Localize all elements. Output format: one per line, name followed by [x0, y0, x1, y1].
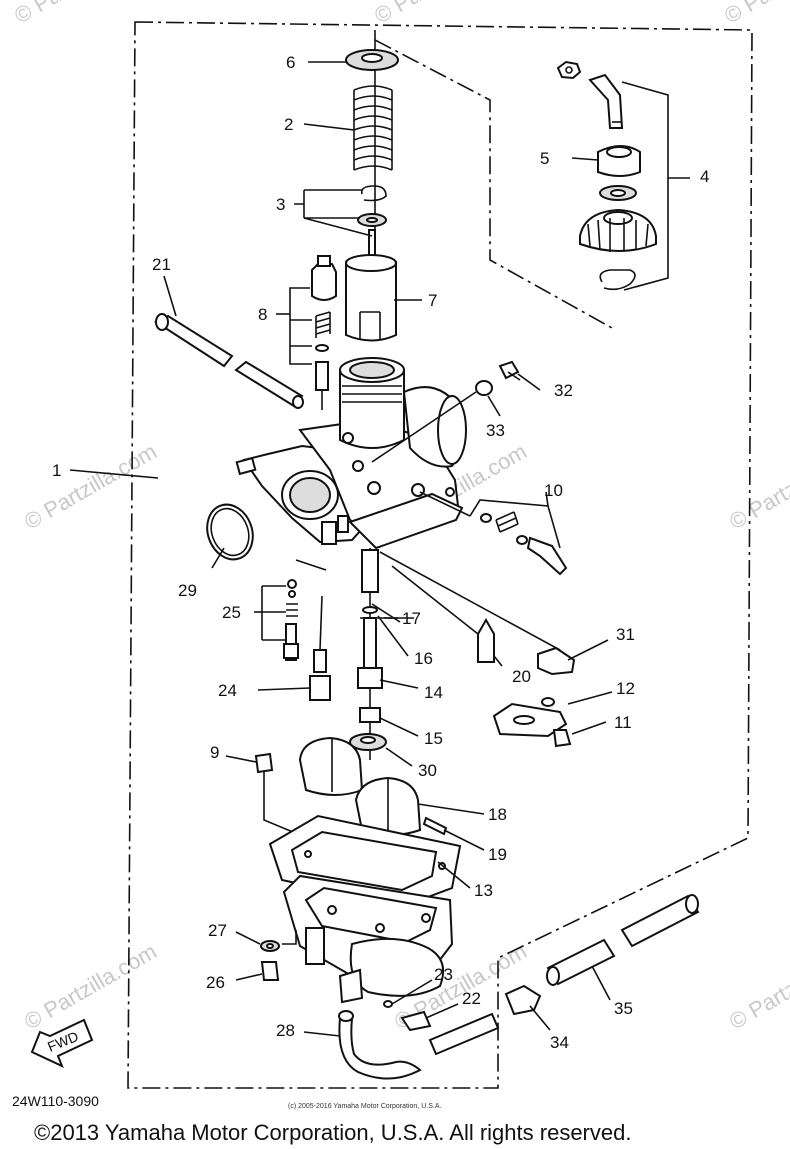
callout-12: 12 [616, 679, 635, 698]
throttle-stop-screw-group [289, 255, 337, 410]
diagram-code: 24W110-3090 [12, 1093, 99, 1109]
callout-29: 29 [178, 581, 197, 600]
hose-34-35-group [428, 894, 700, 1056]
callout-14: 14 [424, 683, 443, 702]
spring [353, 85, 393, 171]
callout-32: 32 [554, 381, 573, 400]
jet-stack [349, 548, 387, 760]
callout-33: 33 [486, 421, 505, 440]
callout-20: 20 [512, 667, 531, 686]
callout-25: 25 [222, 603, 241, 622]
throttle-slide-group [345, 30, 399, 342]
callout-28: 28 [276, 1021, 295, 1040]
callout-26: 26 [206, 973, 225, 992]
callout-13: 13 [474, 881, 493, 900]
callout-21: 21 [152, 255, 171, 274]
carburetor-body [235, 357, 467, 550]
drain-screw-group [260, 930, 297, 981]
small-copyright: (c) 2005-2016 Yamaha Motor Corporation, … [288, 1103, 441, 1110]
watermark-left-upper: © Partzilla.com [20, 439, 161, 535]
leader-lines [69, 61, 613, 1037]
vent-hose-21 [153, 313, 304, 409]
callout-27: 27 [208, 921, 227, 940]
callout-16: 16 [414, 649, 433, 668]
callout-11: 11 [614, 713, 632, 732]
callout-22: 22 [462, 989, 481, 1008]
callout-2: 2 [284, 115, 293, 134]
watermark-top-right: © Partzilla.com [720, 0, 790, 28]
watermark-left-lower: © Partzilla.com [20, 939, 161, 1035]
callout-7: 7 [428, 291, 437, 310]
callout-5: 5 [540, 149, 549, 168]
callout-15: 15 [424, 729, 443, 748]
callout-24: 24 [218, 681, 237, 700]
cap-assembly-group [374, 39, 690, 329]
forward-arrow: FWD [30, 1018, 94, 1068]
callout-19: 19 [488, 845, 507, 864]
watermark-top-center: © Partzilla.com [370, 0, 511, 28]
o-ring-29 [206, 503, 254, 561]
callout-labels: 6 2 3 7 8 5 4 21 1 32 33 10 29 25 17 16 … [52, 53, 709, 1052]
callout-35: 35 [614, 999, 633, 1018]
watermark-right-upper: © Partzilla.com [725, 439, 790, 535]
drain-hose-group [338, 1000, 432, 1080]
callout-18: 18 [488, 805, 507, 824]
watermark-top-left: © Partzilla.com [10, 0, 151, 28]
callout-3: 3 [276, 195, 285, 214]
callout-6: 6 [286, 53, 295, 72]
copyright-notice: ©2013 Yamaha Motor Corporation, U.S.A. A… [34, 1120, 631, 1145]
screw-32-washer-33 [371, 360, 521, 463]
callout-9: 9 [210, 743, 219, 762]
callout-4: 4 [700, 167, 709, 186]
assembly-boundary [127, 21, 753, 1089]
starter-jet-group [261, 559, 331, 701]
float-valve-group [379, 551, 576, 748]
callout-10: 10 [544, 481, 563, 500]
callout-34: 34 [550, 1033, 569, 1052]
pilot-screw-set-10 [419, 491, 568, 576]
float-set [298, 736, 448, 836]
watermark-right-lower: © Partzilla.com [725, 939, 790, 1035]
callout-8: 8 [258, 305, 267, 324]
callout-1: 1 [52, 461, 61, 480]
callout-23: 23 [434, 965, 453, 984]
float-bowl [268, 814, 462, 1004]
callout-30: 30 [418, 761, 437, 780]
callout-17: 17 [402, 609, 421, 628]
callout-31: 31 [616, 625, 635, 644]
